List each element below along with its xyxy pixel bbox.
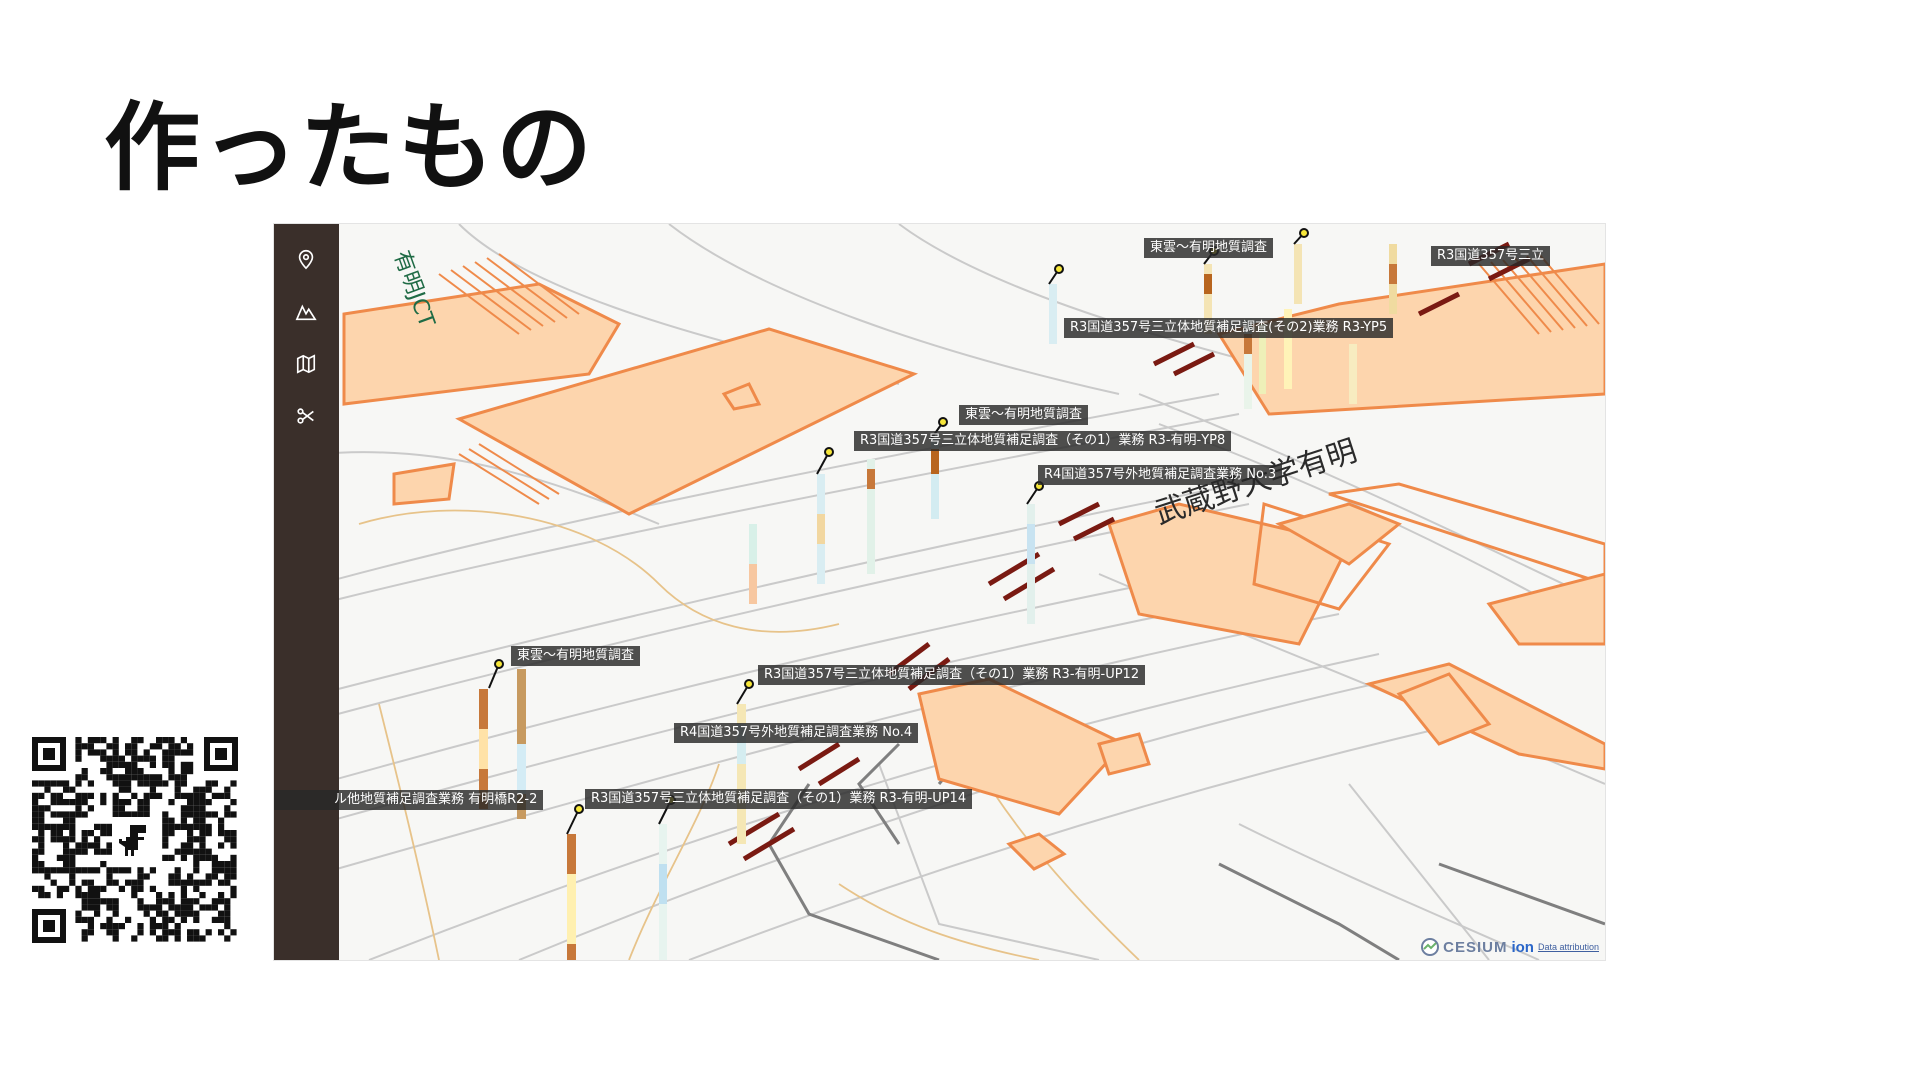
map-viewer[interactable]: 有明JCT 武蔵野大学有明 bbox=[273, 223, 1606, 961]
dark-road-lines bbox=[767, 723, 1605, 960]
borehole-label[interactable]: R3国道357号三立体地質補足調査（その1）業務 R3-有明-UP12 bbox=[758, 665, 1146, 685]
qr-code bbox=[32, 737, 238, 943]
data-attribution-link[interactable]: Data attribution bbox=[1537, 942, 1599, 952]
cesium-logo-icon bbox=[1421, 938, 1440, 956]
borehole-label[interactable]: R4国道357号外地質補足調査業務 No.3 bbox=[1038, 465, 1283, 485]
borehole-label[interactable]: R4国道357号外地質補足調査業務 No.4 bbox=[674, 723, 919, 743]
cesium-wordmark: CESIUM bbox=[1443, 938, 1508, 956]
borehole-label[interactable]: R3国道357号三立体地質補足調査（その1）業務 R3-有明-UP14 bbox=[585, 789, 973, 809]
scissors-icon[interactable] bbox=[291, 401, 321, 431]
borehole-label[interactable]: 東雲～有明地質調査 bbox=[959, 405, 1089, 425]
borehole-columns bbox=[479, 244, 1397, 960]
left-toolbar bbox=[274, 224, 339, 960]
borehole-label[interactable]: R3国道357号三立 bbox=[1431, 246, 1551, 266]
ion-wordmark: ion bbox=[1511, 938, 1534, 956]
borehole-label[interactable]: R3国道357号三立体地質補足調査（その1）業務 R3-有明-YP8 bbox=[854, 431, 1232, 451]
slide-title: 作ったもの bbox=[104, 92, 594, 204]
borehole-label[interactable]: 東雲～有明地質調査 bbox=[511, 646, 641, 666]
hatched-areas bbox=[438, 253, 1600, 505]
cesium-attribution: CESIUM ion Data attribution bbox=[1421, 938, 1599, 956]
terrain-icon[interactable] bbox=[291, 297, 321, 327]
map-canvas[interactable]: 有明JCT 武蔵野大学有明 bbox=[274, 224, 1605, 960]
boundary-lines bbox=[358, 509, 1140, 960]
map-icon[interactable] bbox=[291, 349, 321, 379]
borehole-label[interactable]: R3国道357号三立体地質補足調査(その2)業務 R3-YP5 bbox=[1064, 318, 1394, 338]
borehole-label[interactable]: 東雲～有明地質調査 bbox=[1144, 238, 1274, 258]
location-pin-icon[interactable] bbox=[291, 244, 321, 274]
borehole-label[interactable]: ル他地質補足調査業務 有明橋R2-2 bbox=[274, 790, 544, 810]
road-lines bbox=[339, 224, 1605, 960]
dinosaur-icon bbox=[112, 817, 158, 863]
buildings bbox=[342, 262, 1605, 871]
map-drawing: 有明JCT 武蔵野大学有明 bbox=[339, 224, 1605, 960]
